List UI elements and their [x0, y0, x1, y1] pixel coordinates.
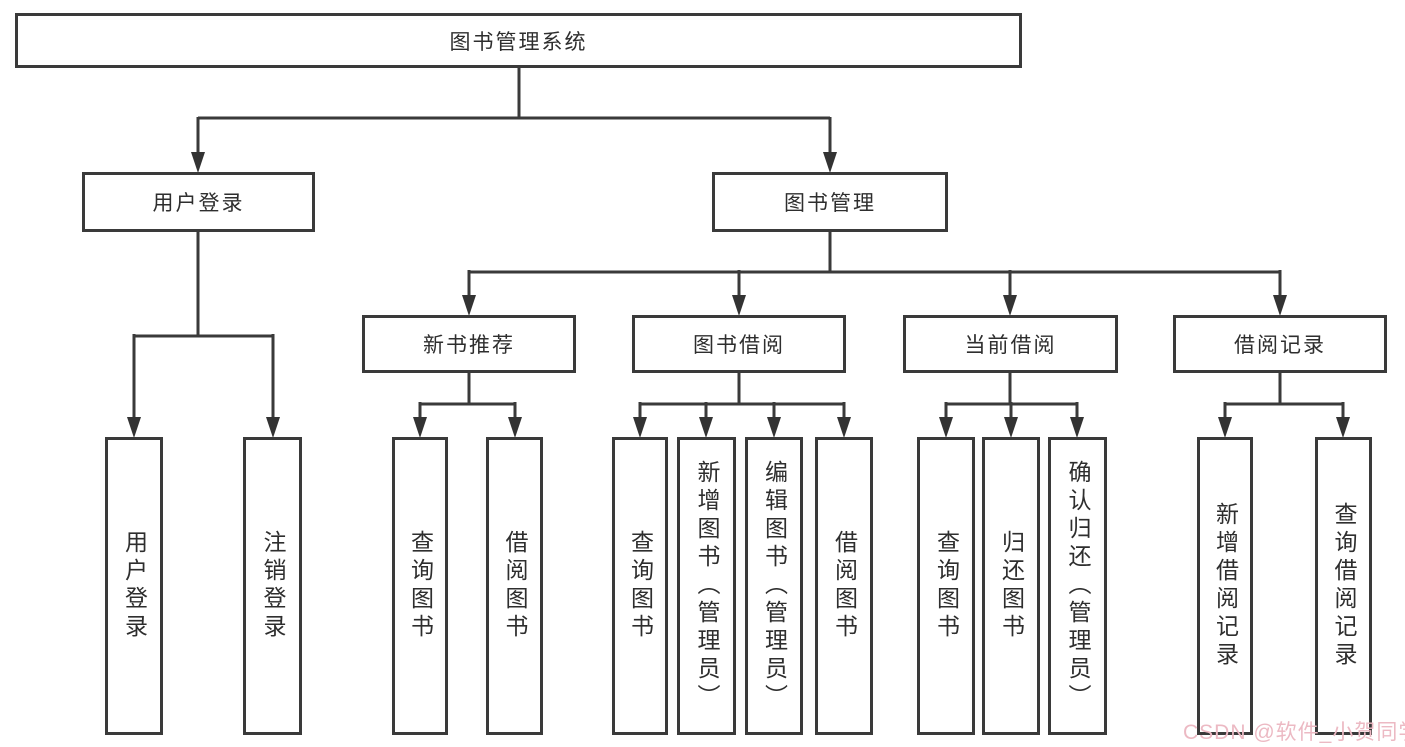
leaf-add-books-admin: 新增图书（管理员）	[677, 437, 736, 735]
leaf-add-borrow-record: 新增借阅记录	[1197, 437, 1253, 735]
arrowheads	[127, 152, 1350, 438]
node-label: 归还图书	[998, 530, 1025, 642]
leaf-logout: 注销登录	[243, 437, 302, 735]
node-label: 图书管理系统	[449, 30, 588, 54]
leaf-borrow-books-recommend: 借阅图书	[486, 437, 543, 735]
node-label: 借阅记录	[1234, 334, 1326, 357]
node-label: 当前借阅	[964, 334, 1057, 357]
node-label: 编辑图书（管理员）	[761, 460, 788, 712]
leaf-confirm-return-admin: 确认归还（管理员）	[1048, 437, 1107, 735]
leaf-borrow-books: 借阅图书	[815, 437, 873, 735]
leaf-query-borrow-record: 查询借阅记录	[1315, 437, 1372, 735]
leaf-edit-books-admin: 编辑图书（管理员）	[745, 437, 803, 735]
node-label: 新增借阅记录	[1212, 502, 1239, 670]
node-label: 图书借阅	[693, 334, 785, 357]
node-label: 查询图书	[933, 530, 960, 642]
node-borrowing-records: 借阅记录	[1173, 315, 1387, 373]
leaf-user-login: 用户登录	[105, 437, 163, 735]
leaf-query-books-recommend: 查询图书	[392, 437, 448, 735]
node-current-borrowing: 当前借阅	[903, 315, 1118, 373]
node-book-borrowing: 图书借阅	[632, 315, 846, 373]
node-label: 查询借阅记录	[1331, 502, 1357, 670]
node-label: 借阅图书	[831, 530, 858, 642]
node-label: 新书推荐	[423, 334, 515, 357]
csdn-watermark: CSDN @软件_小贺同学	[1183, 721, 1405, 744]
node-new-book-recommendation: 新书推荐	[362, 315, 576, 373]
node-book-management-branch: 图书管理	[712, 172, 948, 232]
node-label: 查询图书	[407, 530, 434, 642]
leaf-query-books-current: 查询图书	[917, 437, 975, 735]
node-user-login-branch: 用户登录	[82, 172, 315, 232]
node-root-library-management-system: 图书管理系统	[15, 13, 1022, 68]
node-label: 注销登录	[260, 530, 286, 642]
node-label: 查询图书	[627, 530, 654, 642]
node-label: 用户登录	[121, 530, 148, 642]
node-label: 新增图书（管理员）	[694, 460, 720, 712]
leaf-return-books: 归还图书	[982, 437, 1040, 735]
node-label: 用户登录	[152, 192, 245, 215]
leaf-query-books-borrow: 查询图书	[612, 437, 668, 735]
node-label: 确认归还（管理员）	[1065, 460, 1091, 712]
node-label: 借阅图书	[502, 530, 528, 642]
node-label: 图书管理	[784, 192, 876, 215]
